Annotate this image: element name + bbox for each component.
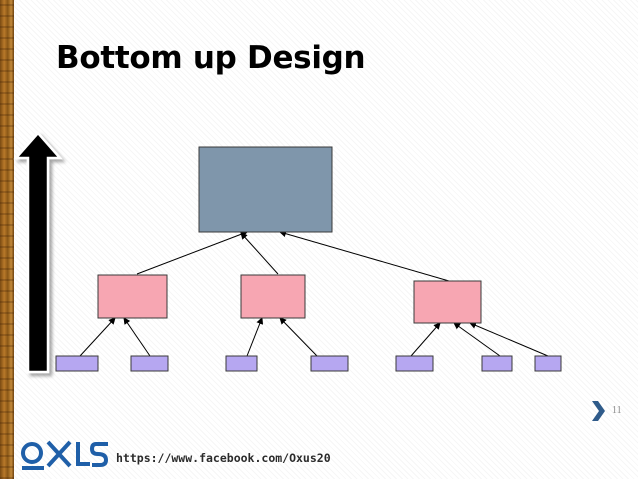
connector <box>469 322 549 357</box>
footer-url[interactable]: https://www.facebook.com/Oxus20 <box>116 451 331 465</box>
bottom-module-box <box>481 355 513 372</box>
bottom-module-box <box>55 355 99 372</box>
wood-border <box>0 0 14 479</box>
connector <box>123 317 151 357</box>
connector <box>279 230 450 282</box>
connector <box>246 317 264 357</box>
bottom-module-box <box>130 355 169 372</box>
connector <box>79 317 116 357</box>
middle-module-box <box>413 280 482 324</box>
connector <box>240 232 279 275</box>
bottom-module-box <box>225 355 258 372</box>
page-number: 11 <box>612 405 622 416</box>
slide-title: Bottom up Design <box>56 40 366 76</box>
chevron-right-icon[interactable] <box>590 400 606 422</box>
upward-arrow-icon <box>13 131 63 374</box>
connector <box>279 317 318 357</box>
bottom-module-box <box>395 355 434 372</box>
middle-module-box <box>97 274 168 319</box>
bottom-module-box <box>310 355 349 372</box>
top-module-box <box>198 146 333 233</box>
connectors <box>79 230 549 357</box>
connector <box>410 322 441 357</box>
connector <box>136 230 248 275</box>
bottom-module-box <box>534 355 562 372</box>
connector <box>453 322 501 357</box>
middle-module-box <box>240 274 306 319</box>
logo-icon <box>21 440 109 470</box>
